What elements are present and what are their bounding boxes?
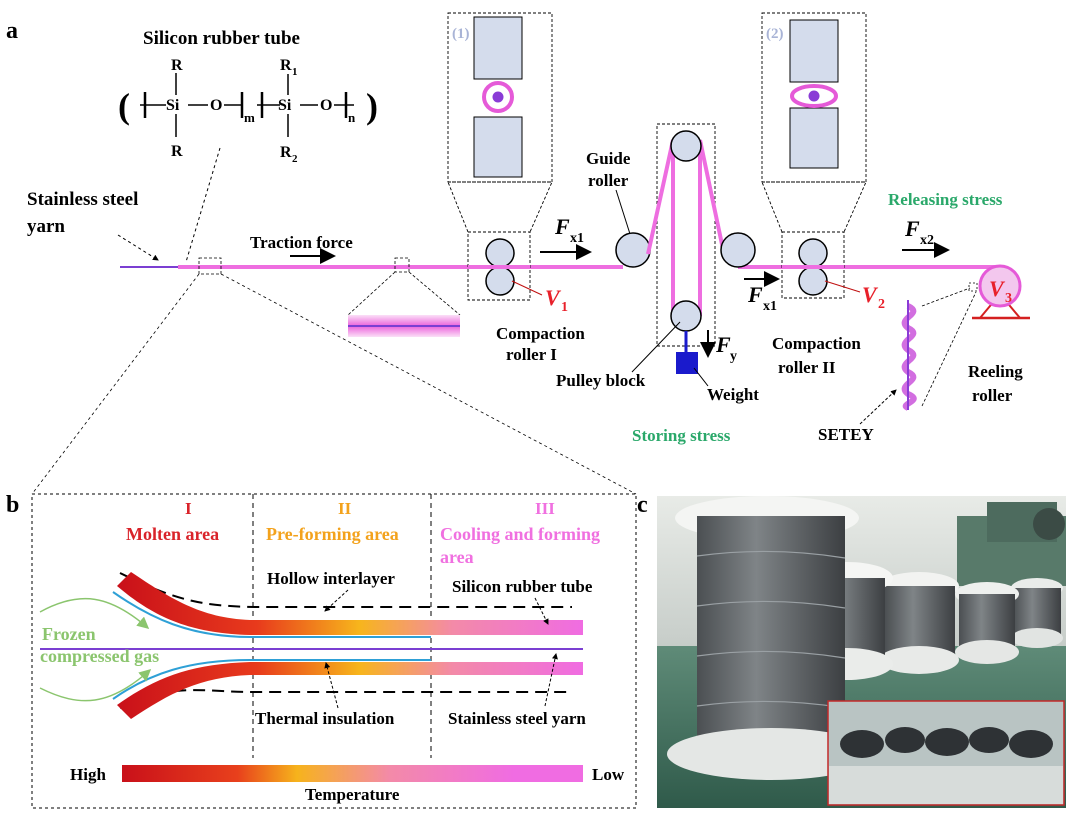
formula-r1-sub: 1 <box>292 66 298 78</box>
v3-sub: 3 <box>1005 291 1012 306</box>
setey-label: SETEY <box>818 425 874 444</box>
fx1-sub-b: x1 <box>763 299 777 314</box>
compaction-roller-2-label-2: roller II <box>778 358 836 377</box>
zone-2-name: Pre-forming area <box>266 524 399 544</box>
spool-photo <box>657 496 1066 808</box>
compaction-roller-1-top <box>485 238 515 268</box>
v1-sub: 1 <box>561 300 568 315</box>
hollow-interlayer-label: Hollow interlayer <box>267 569 395 588</box>
fx2-sub: x2 <box>920 233 934 248</box>
formula-paren-open: ( <box>118 86 130 126</box>
compaction-roller-2-label-1: Compaction <box>772 334 861 353</box>
zone-2-numeral: II <box>338 499 352 518</box>
tube-wall-upper <box>117 572 583 635</box>
fx1-sub-a: x1 <box>570 231 584 246</box>
thermal-insulation-label: Thermal insulation <box>255 709 395 728</box>
inset-2-label: (2) <box>766 26 784 42</box>
compaction-roller-2-top <box>798 238 828 268</box>
fy-label: F <box>715 332 731 357</box>
zone-1-numeral: I <box>185 499 192 518</box>
temperature-low-label: Low <box>592 765 625 784</box>
v3-label: V <box>989 276 1006 301</box>
zone-1-name: Molten area <box>126 524 219 544</box>
formula-m: m <box>244 110 255 125</box>
tube-wall-lower <box>117 662 583 719</box>
silicon-tube-label: Silicon rubber tube <box>452 577 593 596</box>
temperature-label: Temperature <box>305 785 400 804</box>
inset-2-box <box>761 12 867 183</box>
releasing-stress-label: Releasing stress <box>888 190 1003 209</box>
formula-paren-close: ) <box>366 86 378 126</box>
formula-r-bottom: R <box>171 143 183 160</box>
panel-label-a: a <box>6 18 18 44</box>
pulley-block-label: Pulley block <box>556 371 646 390</box>
zone-3-numeral: III <box>535 499 555 518</box>
inset-1-label: (1) <box>452 26 470 42</box>
inset-1-box <box>447 12 553 183</box>
compaction-roller-2-bottom <box>798 266 828 296</box>
weight-label: Weight <box>707 385 759 404</box>
formula-si-1: Si <box>166 97 180 114</box>
panel-b-yarn-label: Stainless steel yarn <box>448 709 586 728</box>
v2-sub: 2 <box>878 297 885 312</box>
silicon-rubber-tube-title: Silicon rubber tube <box>143 28 300 49</box>
v1-label: V <box>545 285 562 310</box>
formula-r1: R <box>280 57 292 74</box>
guide-roller-2 <box>720 232 756 268</box>
traction-force-label: Traction force <box>250 233 353 252</box>
stainless-yarn-label-1: Stainless steel <box>27 189 138 210</box>
storing-stress-label: Storing stress <box>632 426 731 445</box>
fx1-label-b: F <box>747 282 763 307</box>
formula-o-1: O <box>210 97 222 114</box>
fx2-label: F <box>904 216 920 241</box>
frozen-gas-label-1: Frozen <box>42 624 96 644</box>
reeling-roller-label-1: Reeling <box>968 362 1023 381</box>
guide-roller-1 <box>615 232 651 268</box>
pulley-top <box>670 130 702 162</box>
formula-r2: R <box>280 144 292 161</box>
panel-b-frame <box>31 493 637 809</box>
formula-r-top: R <box>171 57 183 74</box>
frozen-gas-label-2: compressed gas <box>40 646 159 666</box>
guide-roller-label-2: roller <box>588 171 629 190</box>
fy-sub: y <box>730 349 737 364</box>
stainless-yarn-label-2: yarn <box>27 216 65 237</box>
compaction-roller-1-label-2: roller I <box>506 345 557 364</box>
compaction-roller-1-label-1: Compaction <box>496 324 585 343</box>
fx1-label-a: F <box>554 214 570 239</box>
reeling-roller <box>978 264 1022 308</box>
guide-roller-label-1: Guide <box>586 149 631 168</box>
zone-3-name-1: Cooling and forming <box>440 524 600 544</box>
temperature-high-label: High <box>70 765 106 784</box>
panel-label-b: b <box>6 492 19 518</box>
formula-o-2: O <box>320 97 332 114</box>
panel-label-c: c <box>637 492 648 518</box>
setey-coil <box>901 300 917 411</box>
zone-3-name-2: area <box>440 547 474 567</box>
temperature-gradient-bar <box>122 765 583 782</box>
formula-si-2: Si <box>278 97 292 114</box>
compaction-roller-1-bottom <box>485 266 515 296</box>
formula-n: n <box>348 110 356 125</box>
silicon-formula: Silicon rubber tube ( ) R Si R O m R 1 S… <box>118 28 378 165</box>
weight-block <box>676 352 698 374</box>
reeling-roller-label-2: roller <box>972 386 1013 405</box>
formula-r2-sub: 2 <box>292 153 298 165</box>
v2-label: V <box>862 282 879 307</box>
